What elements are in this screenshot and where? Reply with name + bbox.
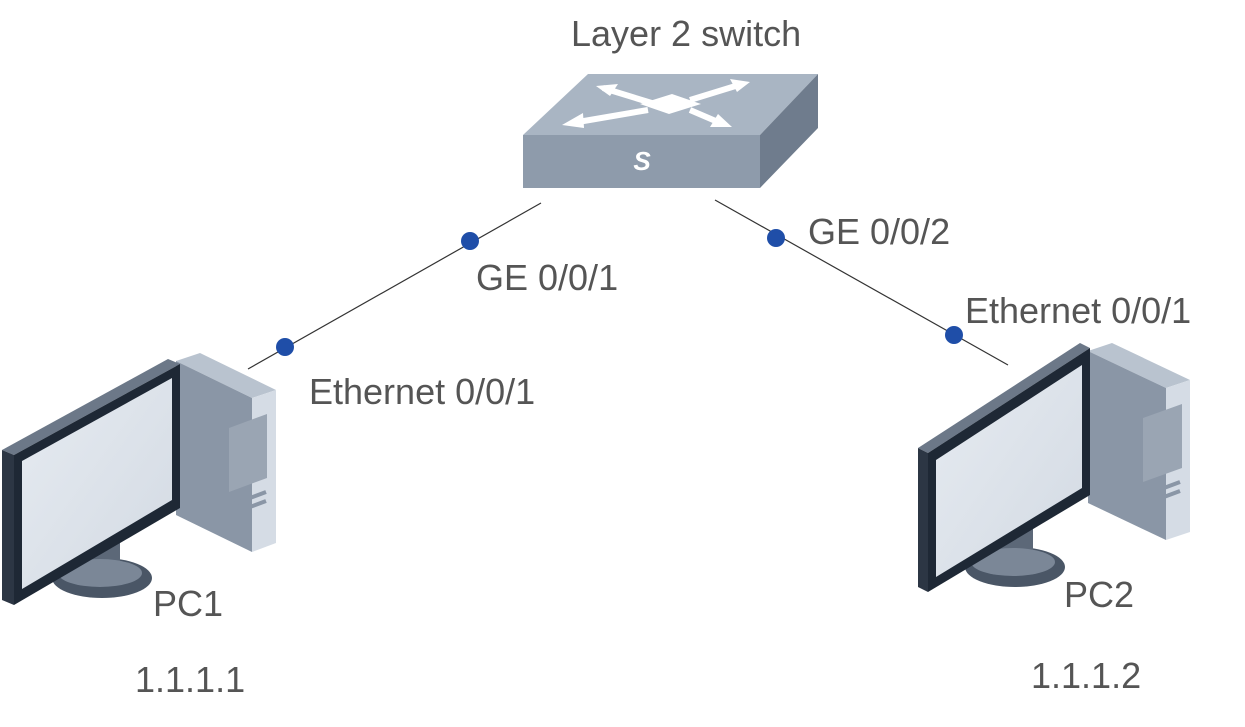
port-dot-pc1-eth — [276, 338, 294, 356]
switch-label: Layer 2 switch — [571, 13, 802, 54]
switch-port-ge002-label: GE 0/0/2 — [808, 211, 951, 252]
switch-port-ge001-label: GE 0/0/1 — [476, 257, 619, 298]
pc2-port-label: Ethernet 0/0/1 — [965, 290, 1192, 331]
pc2-desktop-icon — [918, 343, 1190, 592]
pc1-ip-label: 1.1.1.1 — [135, 659, 246, 700]
link-switch-pc1 — [247, 202, 542, 370]
port-dot-ge002 — [767, 229, 785, 247]
switch-badge: S — [633, 146, 651, 176]
pc1-desktop-icon — [2, 353, 276, 605]
pc2-ip-label: 1.1.1.2 — [1031, 655, 1142, 696]
port-dot-pc2-eth — [945, 326, 963, 344]
port-dot-ge001 — [461, 232, 479, 250]
pc1-name-label: PC1 — [153, 583, 224, 624]
pc1-port-label: Ethernet 0/0/1 — [309, 371, 536, 412]
layer2-switch-icon: S — [523, 74, 818, 188]
pc2-name-label: PC2 — [1064, 574, 1135, 615]
